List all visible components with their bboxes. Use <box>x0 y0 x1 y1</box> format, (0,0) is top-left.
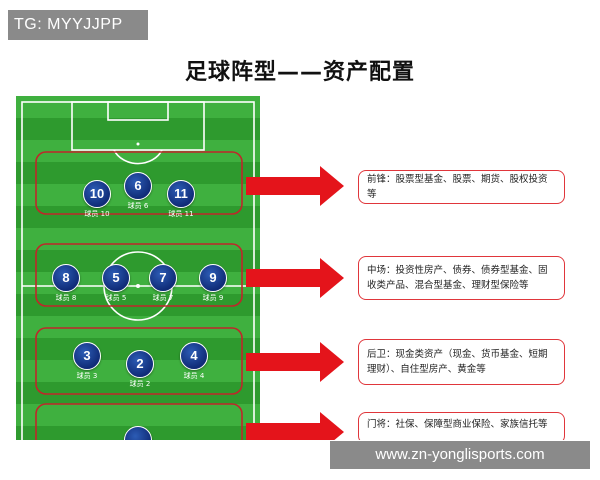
player-number: 10 <box>83 180 111 208</box>
player-label: 球员 5 <box>105 294 127 302</box>
arrow-forward-icon <box>246 166 344 206</box>
player-11: 11 球员 11 <box>158 180 204 219</box>
midfield-text: 中场：投资性房产、债券、债券型基金、固收类产品、混合型基金、理财型保险等 <box>367 265 548 291</box>
player-3: 3 球员 3 <box>64 342 110 381</box>
forward-text: 前锋：股票型基金、股票、期货、股权投资等 <box>367 174 548 200</box>
player-number: 3 <box>73 342 101 370</box>
goalkeeper-disc <box>124 426 152 440</box>
player-6: 6 球员 6 <box>115 172 161 211</box>
player-number: 5 <box>102 264 130 292</box>
player-8: 8 球员 8 <box>43 264 89 303</box>
player-label: 球员 10 <box>84 210 110 218</box>
arrow-goalkeeper-icon <box>246 412 344 452</box>
player-number: 2 <box>126 350 154 378</box>
player-2: 2 球员 2 <box>117 350 163 389</box>
player-10: 10 球员 10 <box>74 180 120 219</box>
player-label: 球员 2 <box>129 380 151 388</box>
player-5: 5 球员 5 <box>93 264 139 303</box>
player-label: 球员 7 <box>152 294 174 302</box>
midfield-description: 中场：投资性房产、债券、债券型基金、固收类产品、混合型基金、理财型保险等 <box>358 256 565 300</box>
goalkeeper-description: 门将：社保、保障型商业保险、家族信托等 <box>358 412 565 444</box>
watermark-top: TG: MYYJJPP <box>8 10 148 40</box>
player-number: 6 <box>124 172 152 200</box>
forward-description: 前锋：股票型基金、股票、期货、股权投资等 <box>358 170 565 204</box>
player-9: 9 球员 9 <box>190 264 236 303</box>
player-7: 7 球员 7 <box>140 264 186 303</box>
defense-text: 后卫：现金类资产（现金、货币基金、短期理财）、自住型房产、黄金等 <box>367 349 548 375</box>
player-label: 球员 4 <box>183 372 205 380</box>
player-label: 球员 3 <box>76 372 98 380</box>
player-number: 7 <box>149 264 177 292</box>
diagram-title: 足球阵型——资产配置 <box>184 60 415 85</box>
arrow-midfield-icon <box>246 258 344 298</box>
defense-description: 后卫：现金类资产（现金、货币基金、短期理财）、自住型房产、黄金等 <box>358 339 565 385</box>
goalkeeper <box>115 426 161 440</box>
player-label: 球员 9 <box>202 294 224 302</box>
player-number: 8 <box>52 264 80 292</box>
player-label: 球员 11 <box>168 210 194 218</box>
player-number: 9 <box>199 264 227 292</box>
player-label: 球员 8 <box>55 294 77 302</box>
arrow-defense-icon <box>246 342 344 382</box>
player-number: 4 <box>180 342 208 370</box>
player-number: 11 <box>167 180 195 208</box>
goalkeeper-text: 门将：社保、保障型商业保险、家族信托等 <box>367 419 548 430</box>
player-4: 4 球员 4 <box>171 342 217 381</box>
player-label: 球员 6 <box>127 202 149 210</box>
watermark-bottom: www.zn-yonglisports.com <box>330 441 590 469</box>
